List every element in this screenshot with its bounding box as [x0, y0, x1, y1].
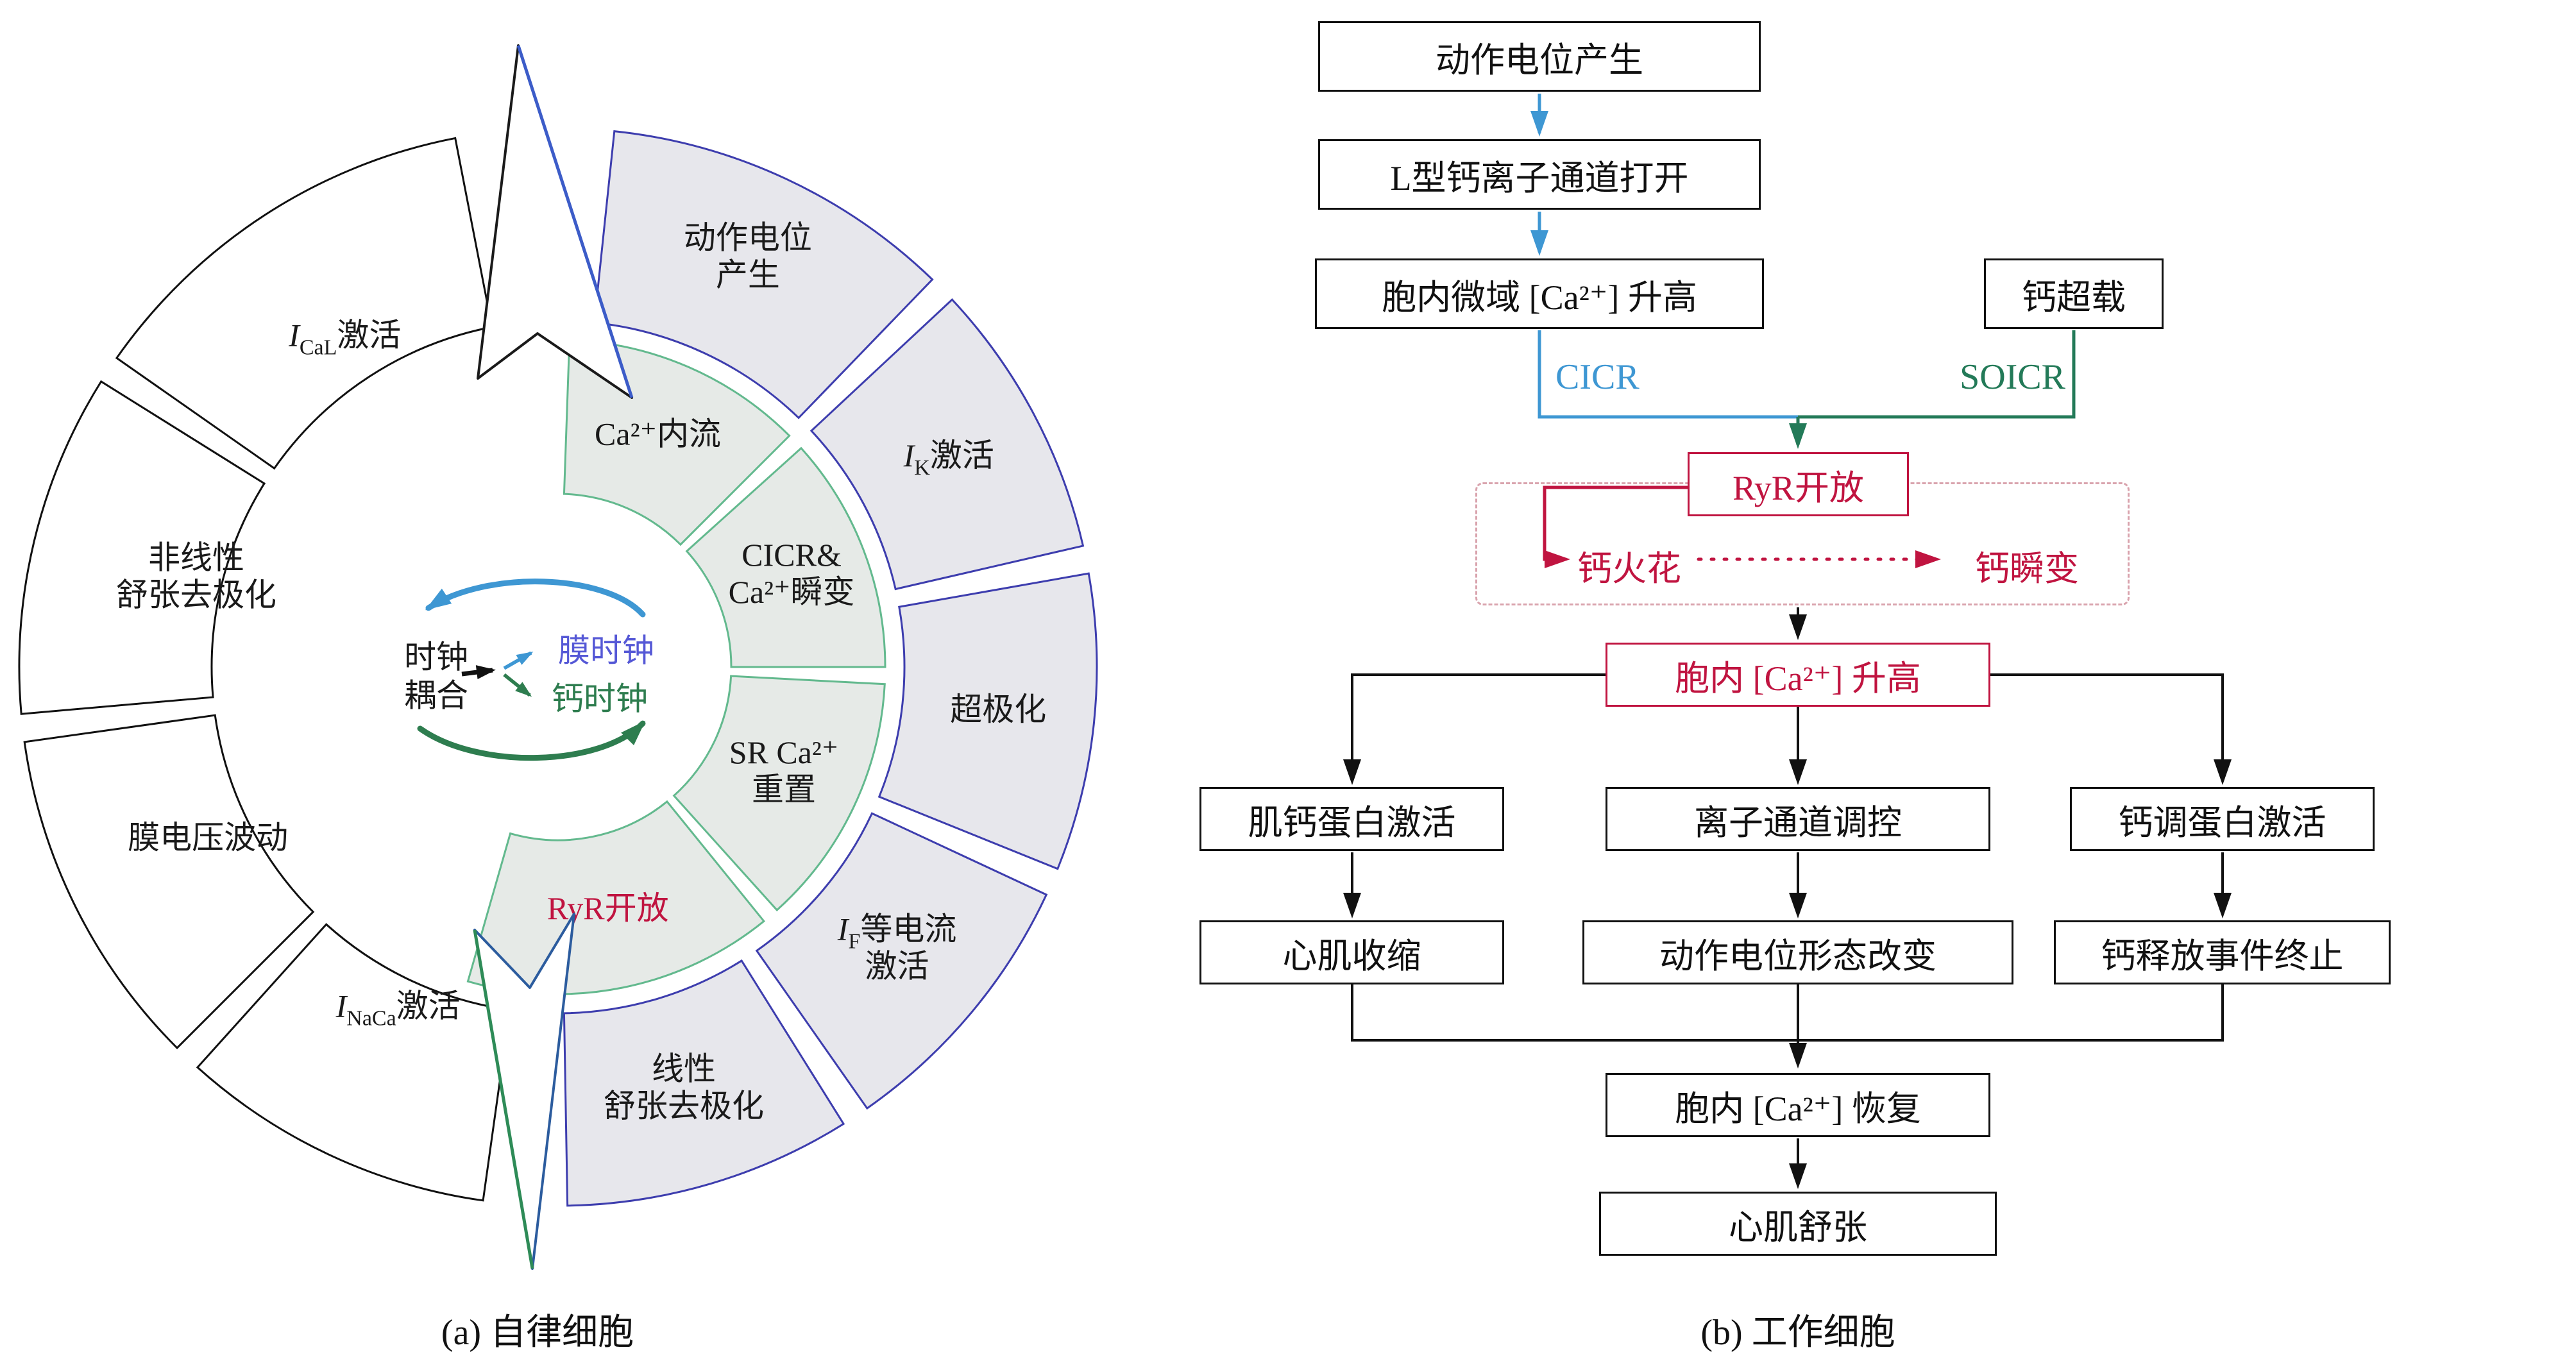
flow-box-calmodulin-activation: 钙调蛋白激活	[2070, 787, 2375, 851]
calcium-clock-cycle-arrow	[417, 720, 646, 761]
flow-box-cytosolic-ca-rise: 胞内 [Ca²⁺] 升高	[1606, 643, 1990, 707]
wheel-segment-ik-activation	[809, 298, 1085, 591]
cicr-label: CICR	[1555, 357, 1640, 397]
wheel-segment-ical-activation	[115, 137, 493, 470]
wheel-label-cicr-ca-transient: CICR&	[741, 537, 842, 573]
caption-panel-a: (a) 自律细胞	[441, 1313, 634, 1353]
wheel-segment-if-currents-activation	[755, 812, 1048, 1110]
flow-box-myocardial-contraction: 心肌收缩	[1199, 920, 1504, 984]
wheel-segment-membrane-voltage-fluctuation	[23, 714, 315, 1050]
cycle-arrow-top-blue-edge	[516, 45, 634, 398]
wheel-segments: 动作电位产生IK激活超极化IF等电流激活线性舒张去极化INaCa激活膜电压波动非…	[18, 130, 1098, 1207]
wheel-label-nonlinear-diastolic-depolarization: 非线性	[148, 540, 244, 576]
flow-box-ca-overload: 钙超载	[1984, 258, 2164, 329]
merge-line	[1351, 984, 2224, 1042]
wheel-label-cicr-ca-transient: Ca²⁺瞬变	[729, 575, 855, 611]
wheel-segment-inaca-activation	[196, 923, 511, 1202]
wheel-label-if-currents-activation: IF等电流	[837, 911, 957, 953]
flow-box-ion-channel-regulation: 离子通道调控	[1606, 787, 1990, 851]
flow-box-myocardial-relaxation: 心肌舒张	[1599, 1192, 1997, 1256]
arrow-ryr-to-ca-spark	[1543, 486, 1688, 568]
membrane-clock-cycle-arrow	[425, 578, 646, 618]
wheel-segment-cicr-ca-transient	[685, 446, 886, 668]
clock-coupling-label-line2: 耦合	[404, 677, 468, 713]
wheel-label-if-currents-activation: 激活	[865, 949, 929, 984]
flow-box-cytosolic-ca-recovery: 胞内 [Ca²⁺] 恢复	[1606, 1073, 1990, 1137]
wheel-label-linear-diastolic-depolarization: 舒张去极化	[604, 1088, 764, 1124]
branch-left-line	[1343, 673, 1606, 785]
flow-box-ap-shape-change: 动作电位形态改变	[1582, 920, 2013, 984]
wheel-segment-nonlinear-diastolic-depolarization	[18, 380, 266, 715]
membrane-clock-label: 膜时钟	[558, 632, 654, 668]
flow-box-ca-release-termination: 钙释放事件终止	[2054, 920, 2391, 984]
wheel-label-sr-ca-reset: 重置	[752, 772, 816, 807]
calcium-clock-label: 钙时钟	[552, 680, 648, 716]
wheel-label-ca-influx: Ca²⁺内流	[595, 416, 721, 452]
wheel-label-inaca-activation: INaCa激活	[335, 988, 461, 1030]
cicr-line	[1538, 330, 1798, 419]
wheel-label-ical-activation: ICaL激活	[288, 317, 401, 359]
ca-spark-label: 钙火花	[1577, 550, 1681, 588]
wheel-segment-sr-ca-reset	[672, 675, 886, 912]
wheel-label-action-potential-generation: 动作电位	[684, 220, 812, 256]
coupling-to-calcium-clock-arrow	[503, 673, 532, 697]
flow-box-troponin-activation: 肌钙蛋白激活	[1199, 787, 1504, 851]
wheel-label-nonlinear-diastolic-depolarization: 舒张去极化	[116, 577, 276, 613]
flow-box-action-potential: 动作电位产生	[1318, 21, 1761, 92]
caption-panel-b: (b) 工作细胞	[1700, 1313, 1895, 1353]
soicr-label: SOICR	[1960, 357, 2065, 397]
panel-a-wheel: 动作电位产生IK激活超极化IF等电流激活线性舒张去极化INaCa激活膜电压波动非…	[18, 44, 1098, 1270]
wheel-segment-hyperpolarization	[877, 572, 1098, 870]
coupling-arrow	[461, 665, 496, 680]
cycle-arrow-bottom-green-edge	[473, 929, 534, 1269]
wheel-segment-action-potential-generation	[593, 130, 934, 419]
wheel-label-sr-ca-reset: SR Ca²⁺	[729, 734, 839, 770]
clock-coupling-label-line1: 时钟	[404, 639, 468, 675]
flow-box-microdomain-ca-rise: 胞内微域 [Ca²⁺] 升高	[1315, 258, 1764, 329]
wheel-label-membrane-voltage-fluctuation: 膜电压波动	[128, 820, 288, 856]
flow-box-l-type-channel: L型钙离子通道打开	[1318, 139, 1761, 210]
wheel-label-ik-activation: IK激活	[903, 438, 994, 480]
ca-transient-label: 钙瞬变	[1975, 550, 2079, 588]
soicr-line	[1798, 330, 2076, 419]
wheel-label-hyperpolarization: 超极化	[950, 692, 1046, 728]
branch-right-line	[1990, 673, 2232, 785]
wheel-label-action-potential-generation: 产生	[716, 257, 780, 293]
coupling-to-membrane-clock-arrow	[503, 651, 534, 670]
wheel-segment-linear-diastolic-depolarization	[563, 959, 845, 1207]
wheel-label-ryr-opening: RyR开放	[547, 891, 669, 927]
flow-box-ryr-open: RyR开放	[1688, 452, 1909, 516]
wheel-label-linear-diastolic-depolarization: 线性	[652, 1051, 716, 1087]
